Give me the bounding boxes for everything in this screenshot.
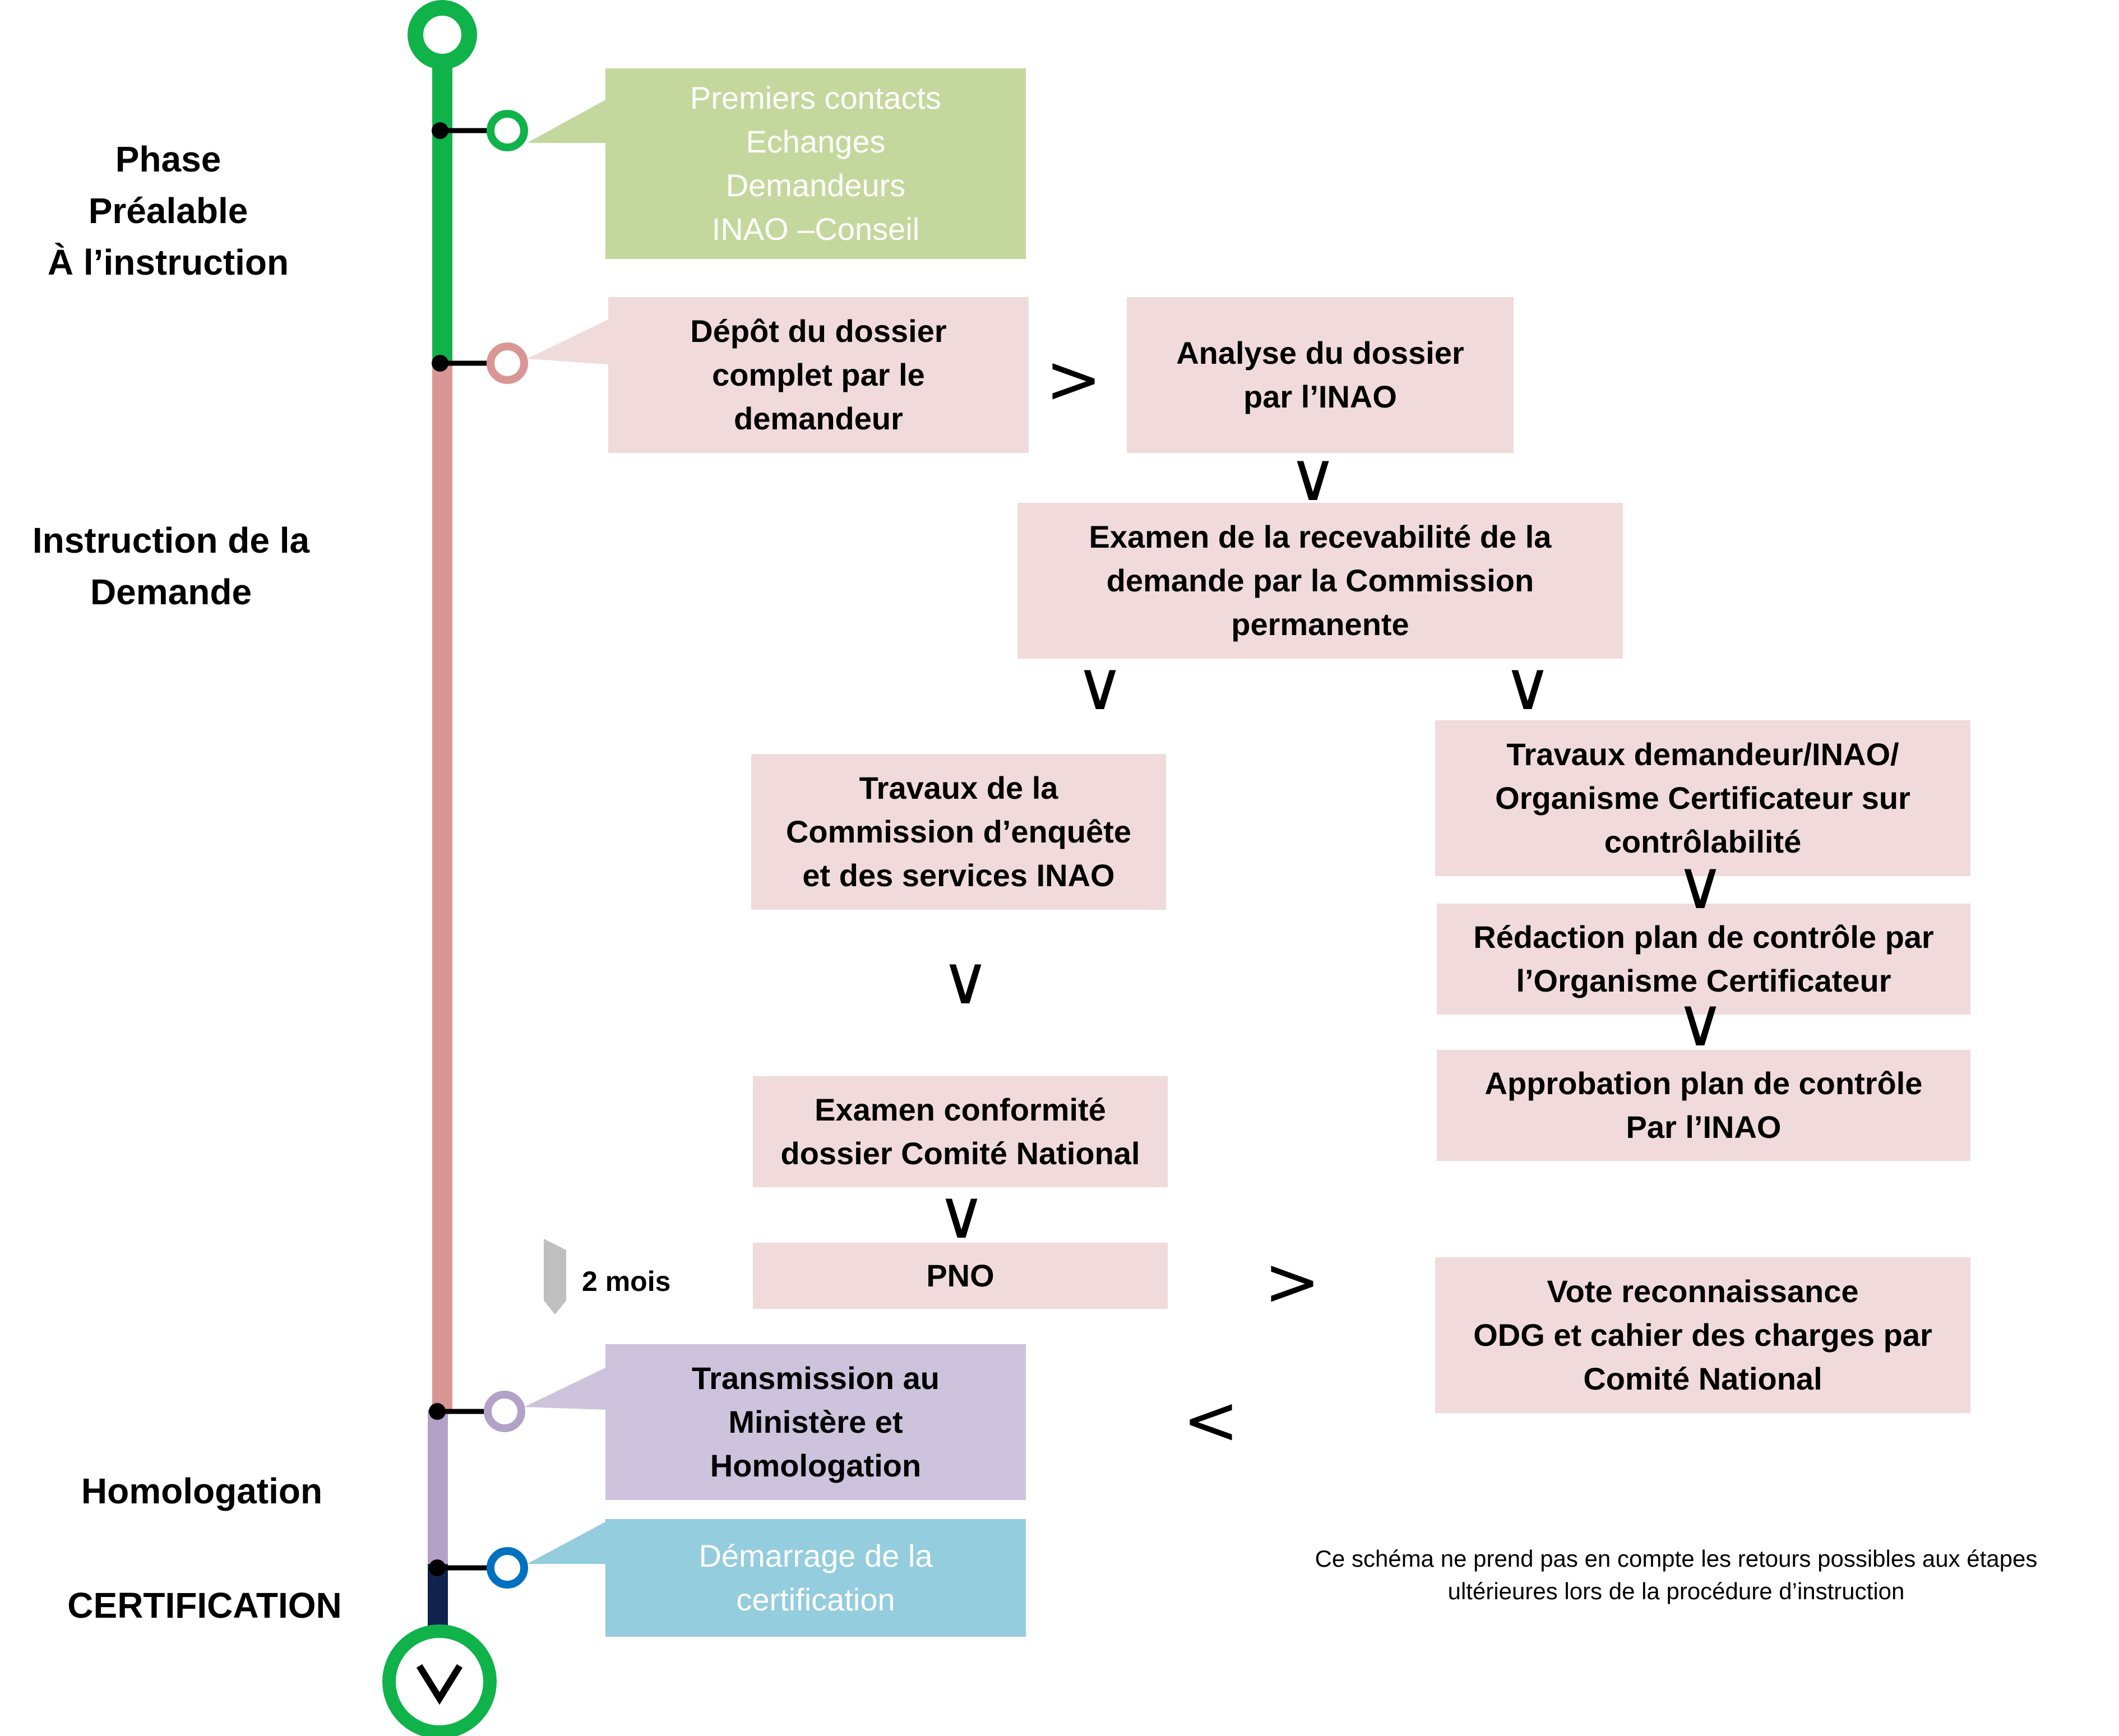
arrow-down-icon: ∨ xyxy=(1676,846,1725,924)
box-analyse-dossier: Analyse du dossier par l’INAO xyxy=(1127,297,1514,453)
phase-label-prealable: Phase Préalable À l’instruction xyxy=(47,139,289,283)
box-examen-conformite: Examen conformité dossier Comité Nationa… xyxy=(753,1076,1168,1187)
phase-label-instruction: Instruction de la Demande xyxy=(32,520,310,612)
timeline-segment-purple xyxy=(428,1410,448,1567)
box-approbation-plan: Approbation plan de contrôle Par l’INAO xyxy=(1437,1050,1970,1161)
arrow-down-icon: ∨ xyxy=(1676,984,1725,1062)
box-travaux-commission: Travaux de la Commission d’enquête et de… xyxy=(751,754,1166,910)
milestone-circle-blue xyxy=(487,1547,528,1589)
arrow-down-icon: ∨ xyxy=(1503,647,1552,725)
box-depot-dossier: Dépôt du dossier complet par le demandeu… xyxy=(608,297,1029,453)
box-redaction-plan: Rédaction plan de contrôle par l’Organis… xyxy=(1437,904,1970,1015)
arrow-down-icon: ∨ xyxy=(1075,647,1125,725)
arrow-right-icon: > xyxy=(1045,341,1102,419)
box-transmission-homologation: Transmission au Ministère et Homologatio… xyxy=(605,1344,1026,1500)
milestone-circle-purple xyxy=(484,1391,525,1432)
callout-pointer-green xyxy=(527,100,605,143)
timeline-end-chevron xyxy=(416,1664,463,1705)
arrow-down-icon: ∨ xyxy=(937,1176,986,1254)
milestone-circle-green xyxy=(487,110,528,151)
arrow-down-icon: ∨ xyxy=(941,942,990,1020)
milestone-circle-pink xyxy=(487,342,528,384)
footnote: Ce schéma ne prend pas en compte les ret… xyxy=(1315,1545,2038,1604)
timeline-start-circle xyxy=(408,0,477,70)
phase-label-homologation: Homologation xyxy=(81,1471,323,1511)
box-pno: PNO xyxy=(753,1243,1168,1309)
box-premiers-contacts: Premiers contacts Echanges Demandeurs IN… xyxy=(605,68,1026,259)
box-demarrage-certification: Démarrage de la certification xyxy=(605,1519,1026,1637)
box-examen-recevabilite: Examen de la recevabilité de la demande … xyxy=(1017,503,1623,659)
phase-label-certification: CERTIFICATION xyxy=(67,1585,342,1626)
arrow-left-icon: < xyxy=(1182,1382,1239,1460)
arrow-down-icon: ∨ xyxy=(1288,438,1338,516)
delay-arrow-icon xyxy=(544,1239,566,1314)
callout-pointer-purple xyxy=(524,1368,605,1410)
box-travaux-demandeur: Travaux demandeur/INAO/ Organisme Certif… xyxy=(1435,720,1970,876)
timeline-segment-green xyxy=(432,53,452,364)
timeline-segment-pink xyxy=(432,362,452,1413)
delay-label: 2 mois xyxy=(582,1266,671,1297)
timeline-end-circle xyxy=(382,1624,497,1736)
arrow-right-icon: > xyxy=(1264,1243,1321,1321)
callout-pointer-blue xyxy=(527,1522,605,1564)
callout-pointer-pink xyxy=(527,320,608,364)
box-vote-reconnaissance: Vote reconnaissance ODG et cahier des ch… xyxy=(1435,1257,1970,1413)
